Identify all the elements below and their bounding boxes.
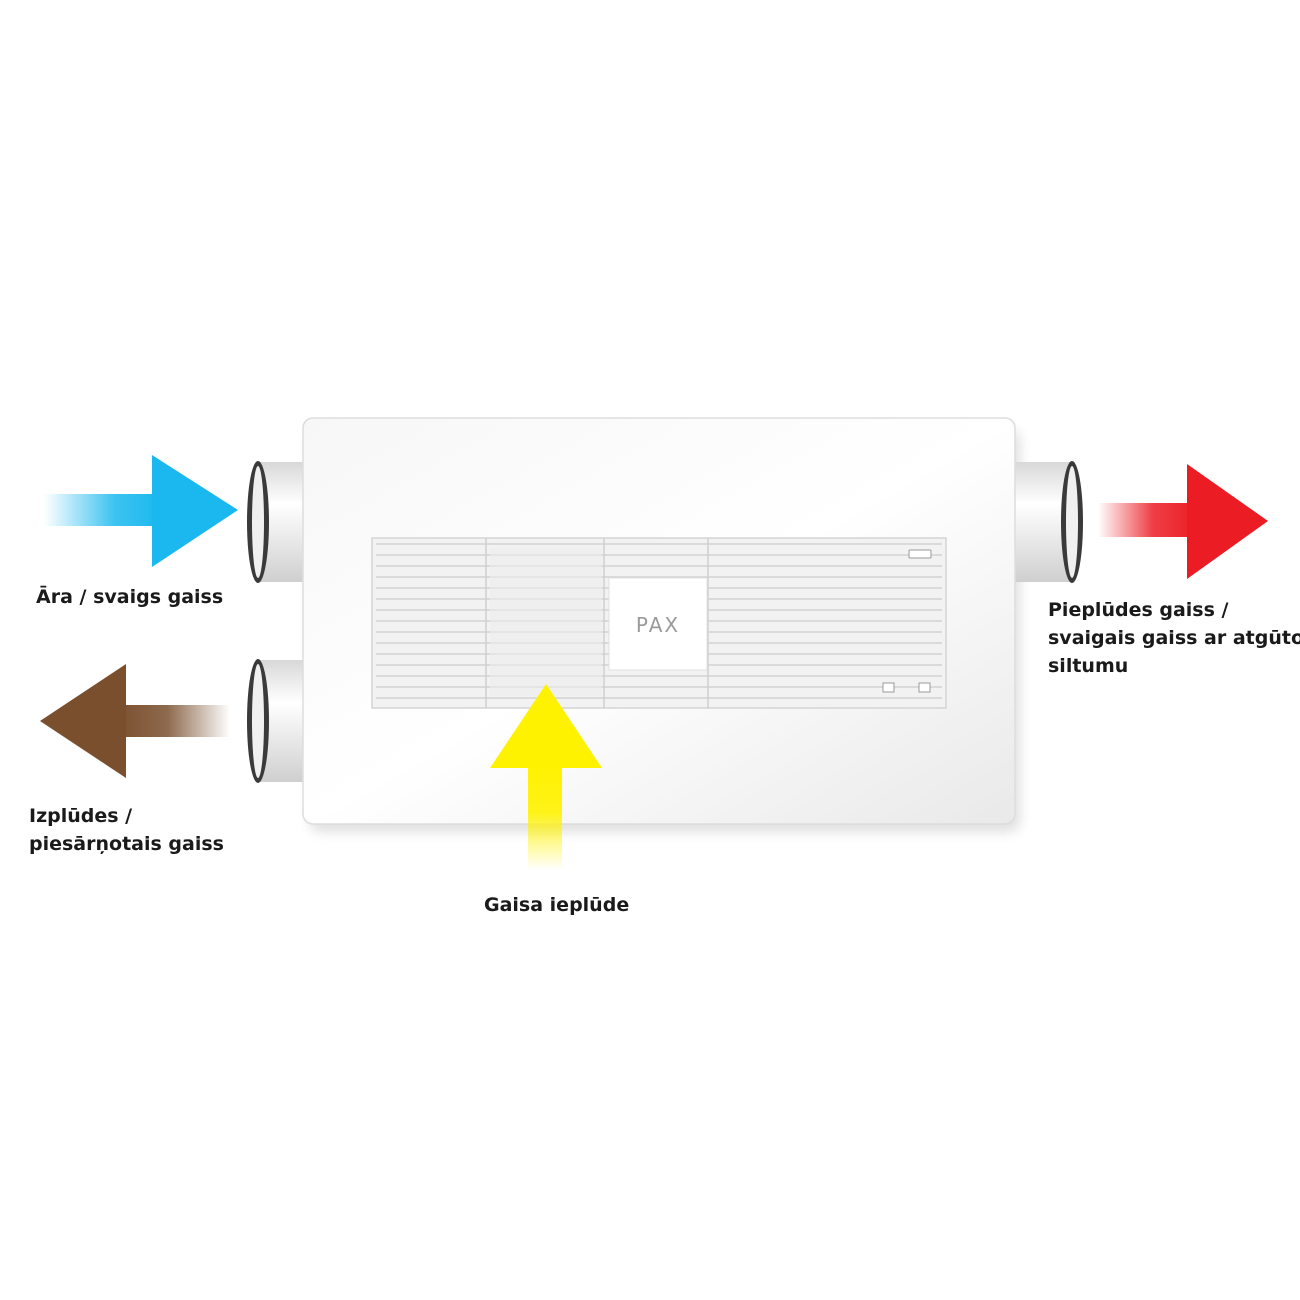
exhaust-air-label-line1: Izplūdes / bbox=[29, 805, 133, 827]
exhaust-air-label: Izplūdes / piesārņotais gaiss bbox=[29, 802, 224, 858]
supply-air-arrow-icon bbox=[1098, 464, 1268, 579]
supply-air-label-line1: Pieplūdes gaiss / bbox=[1048, 599, 1229, 621]
supply-air-label: Pieplūdes gaiss / svaigais gaiss ar atgū… bbox=[1048, 596, 1300, 680]
fresh-air-label-text: Āra / svaigs gaiss bbox=[36, 586, 224, 608]
intake-label-text: Gaisa ieplūde bbox=[484, 894, 630, 916]
supply-air-label-line2: svaigais gaiss ar atgūto bbox=[1048, 627, 1300, 649]
supply-air-outlet-pipe bbox=[1012, 461, 1083, 583]
fresh-air-inlet-pipe bbox=[247, 461, 308, 583]
exhaust-air-outlet-pipe bbox=[247, 659, 308, 783]
exhaust-air-arrow-icon bbox=[40, 664, 230, 778]
fresh-air-label: Āra / svaigs gaiss bbox=[36, 583, 223, 611]
intake-label: Gaisa ieplūde bbox=[484, 891, 629, 919]
brand-logo: PAX bbox=[636, 613, 680, 637]
fresh-air-arrow-icon bbox=[44, 455, 238, 567]
logo-panel bbox=[608, 577, 708, 671]
intake-arrow-icon bbox=[490, 684, 602, 870]
exhaust-air-label-line2: piesārņotais gaiss bbox=[29, 833, 224, 855]
supply-air-label-line3: siltumu bbox=[1048, 655, 1129, 677]
